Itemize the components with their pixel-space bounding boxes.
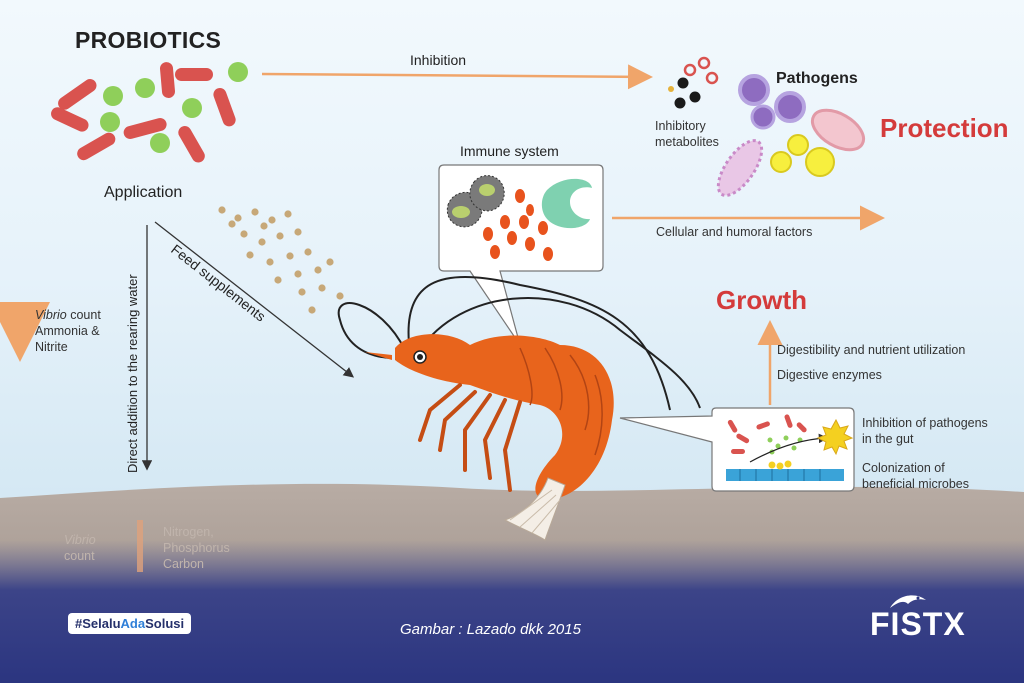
probiotics-title: PROBIOTICS (75, 27, 221, 54)
hashtag-suffix: Solusi (145, 616, 184, 631)
inhibition-gut-line-2: in the gut (862, 431, 988, 447)
application-label: Application (104, 184, 182, 202)
cellular-humoral-label: Cellular and humoral factors (656, 224, 812, 240)
phosphorus-text: Phosphorus (163, 540, 230, 556)
sediment-count-text: count (64, 548, 96, 564)
sediment-nutrients-label: Nitrogen, Phosphorus Carbon (163, 524, 230, 572)
direct-addition-label: Direct addition to the rearing water (125, 274, 140, 473)
colonization-line-2: beneficial microbes (862, 476, 969, 492)
hashtag-prefix: #Selalu (75, 616, 121, 631)
hashtag-badge[interactable]: #SelaluAdaSolusi (68, 613, 191, 634)
fish-icon (888, 590, 928, 612)
colonization-line-1: Colonization of (862, 460, 969, 476)
gut-callout (620, 408, 854, 491)
inhibition-gut-line-1: Inhibition of pathogens (862, 415, 988, 431)
inhibition-arrow (262, 74, 648, 77)
vibrio-italic: Vibrio (35, 308, 67, 322)
probiotic-bacteria-cluster (49, 62, 248, 165)
vibrio-count-text: count (67, 308, 101, 322)
protection-label: Protection (880, 113, 1009, 144)
inhibitory-line-1: Inhibitory (655, 118, 719, 134)
inhibitory-metabolites-label: Inhibitory metabolites (655, 118, 719, 150)
ammonia-text: Ammonia & (35, 323, 101, 339)
inhibition-label: Inhibition (410, 52, 466, 68)
water-effects-label: Vibrio count Ammonia & Nitrite (35, 307, 101, 355)
digestive-enzymes-label: Digestive enzymes (777, 367, 882, 383)
sediment-vibrio-italic: Vibrio (64, 533, 96, 547)
hashtag-accent: Ada (121, 616, 146, 631)
digestibility-label: Digestibility and nutrient utilization (777, 342, 965, 358)
immune-system-label: Immune system (460, 143, 559, 159)
nitrogen-text: Nitrogen, (163, 524, 230, 540)
source-caption: Gambar : Lazado dkk 2015 (400, 621, 581, 638)
growth-label: Growth (716, 285, 807, 316)
nitrite-text: Nitrite (35, 339, 101, 355)
pathogens-label: Pathogens (776, 70, 858, 88)
inhibitory-metabolites (668, 58, 717, 109)
sediment-vibrio-label: Vibrio count (64, 532, 96, 564)
colonization-label: Colonization of beneficial microbes (862, 460, 969, 492)
carbon-text: Carbon (163, 556, 230, 572)
fistx-logo[interactable]: FISTX (870, 606, 966, 643)
pathogens-cluster (710, 76, 870, 202)
inhibition-gut-label: Inhibition of pathogens in the gut (862, 415, 988, 447)
inhibitory-line-2: metabolites (655, 134, 719, 150)
immune-system-callout (439, 165, 603, 345)
